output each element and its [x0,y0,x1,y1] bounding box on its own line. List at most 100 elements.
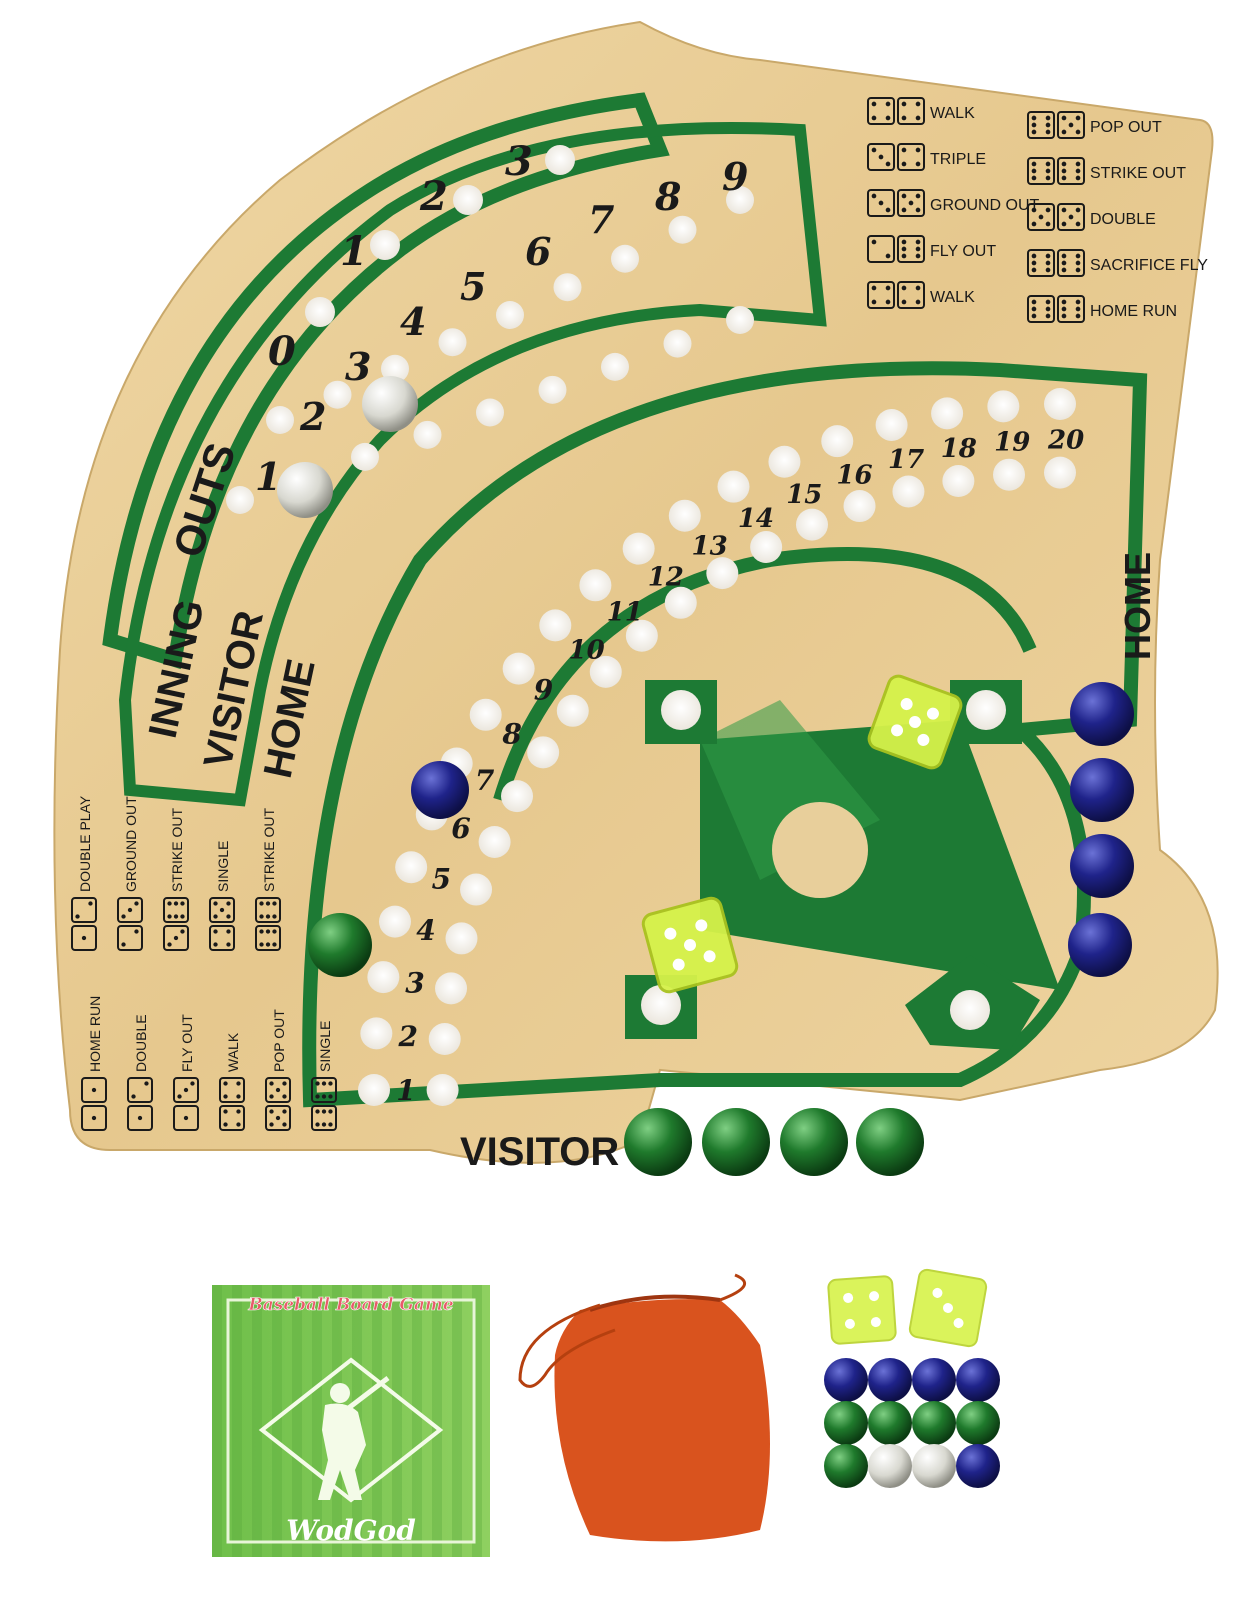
track-number: 13 [692,531,728,561]
peg-hole [768,445,801,478]
home-side-label: HOME [1117,552,1158,660]
dice-legend-entry: DOUBLE PLAY [71,795,97,951]
peg-hole [428,1023,461,1056]
outs-number: 1 [340,228,368,275]
green-marble [702,1108,770,1176]
peg-hole [395,851,428,884]
blue-marble [868,1358,912,1402]
peg-hole [478,825,511,858]
dice-legend-entry: DOUBLE [127,1014,153,1131]
track-number: 16 [836,461,872,491]
peg-hole [545,145,575,175]
peg-hole [726,186,754,214]
peg-hole [942,465,975,498]
peg-hole [668,215,697,244]
legend-text: POP OUT [1090,119,1162,136]
loose-die [908,1268,988,1348]
dice-legend-entry: WALK [867,97,975,125]
peg-hole [663,329,692,358]
track-number: 11 [607,598,643,628]
green-marble [824,1444,868,1488]
peg-hole [556,694,589,727]
green-marble [868,1401,912,1445]
clear-marble [277,462,333,518]
drawstring-bag [518,1273,770,1542]
legend-text: DOUBLE [133,1014,149,1072]
legend-text: SACRIFICE FLY [1090,257,1208,274]
inning-number: 5 [460,264,486,309]
dice-legend-entry: STRIKE OUT [255,808,281,951]
inning-number: 2 [299,394,326,439]
clear-marble [868,1444,912,1488]
track-number: 5 [432,862,451,895]
peg-hole [843,490,876,523]
card-title: Baseball Board Game [247,1295,454,1315]
blue-marble [1068,913,1132,977]
inning-numbers: 1 2 3 4 5 6 7 8 9 [255,154,748,499]
peg-hole [527,736,560,769]
peg-hole [795,508,828,541]
peg-hole [469,698,502,731]
board-die [867,674,963,770]
peg-hole [370,230,400,260]
blue-marble [956,1444,1000,1488]
legend-text: POP OUT [271,1009,287,1072]
peg-hole [501,780,534,813]
peg-hole [611,244,639,273]
track-number: 10 [569,636,605,666]
blue-marble [824,1358,868,1402]
home-side-label-group: HOME [1117,552,1158,660]
loose-marbles [824,1358,1000,1488]
peg-hole [706,557,739,590]
track-number: 2 [398,1020,418,1053]
outs-numbers: 0 1 2 3 [268,138,533,375]
green-marble [824,1401,868,1445]
peg-holes [226,145,1076,1106]
peg-hole [360,1017,393,1050]
instruction-card: Baseball Board Game WodGod [212,1285,490,1557]
legend-text: HOME RUN [87,996,103,1072]
peg-hole [553,273,582,302]
track-number: 1 [396,1074,415,1107]
dice-legend-entry: STRIKE OUT [1027,157,1186,185]
dice-legend-entry: POP OUT [1027,111,1162,139]
track-number: 9 [534,674,553,707]
peg-hole [453,185,483,215]
peg-hole [226,486,254,514]
dice-legend-entry: SINGLE [209,841,235,951]
track-number: 20 [1047,425,1084,455]
track-number: 17 [888,445,924,475]
peg-hole [496,301,524,329]
dice-legend-entry: HOME RUN [81,996,107,1131]
peg-hole [931,397,964,430]
green-marble [956,1401,1000,1445]
legend-text: FLY OUT [179,1014,195,1072]
blue-marble [1070,682,1134,746]
legend-text: STRIKE OUT [1090,165,1186,182]
green-marble [308,913,372,977]
dice-legend-entry: SINGLE [311,1021,337,1131]
peg-hole [589,655,622,688]
board-marbles [277,376,1134,1176]
peg-hole [381,354,409,383]
dice-legend-entry: STRIKE OUT [163,808,189,951]
peg-hole [539,609,572,642]
peg-hole [622,532,655,565]
peg-hole [435,972,468,1005]
dice-legend-entry: FLY OUT [173,1014,199,1131]
legend-text: DOUBLE PLAY [77,795,93,892]
inning-number: 3 [345,344,371,389]
board-die [641,896,739,994]
dice-legend-entry: POP OUT [265,1009,291,1131]
peg-hole [438,328,467,357]
peg-hole [875,408,908,441]
peg-hole [460,873,493,906]
legend-text: FLY OUT [930,243,996,260]
legend-text: WALK [930,289,975,306]
track-number: 4 [416,914,435,947]
peg-hole [351,442,379,471]
legend-text: TRIPLE [930,151,986,168]
